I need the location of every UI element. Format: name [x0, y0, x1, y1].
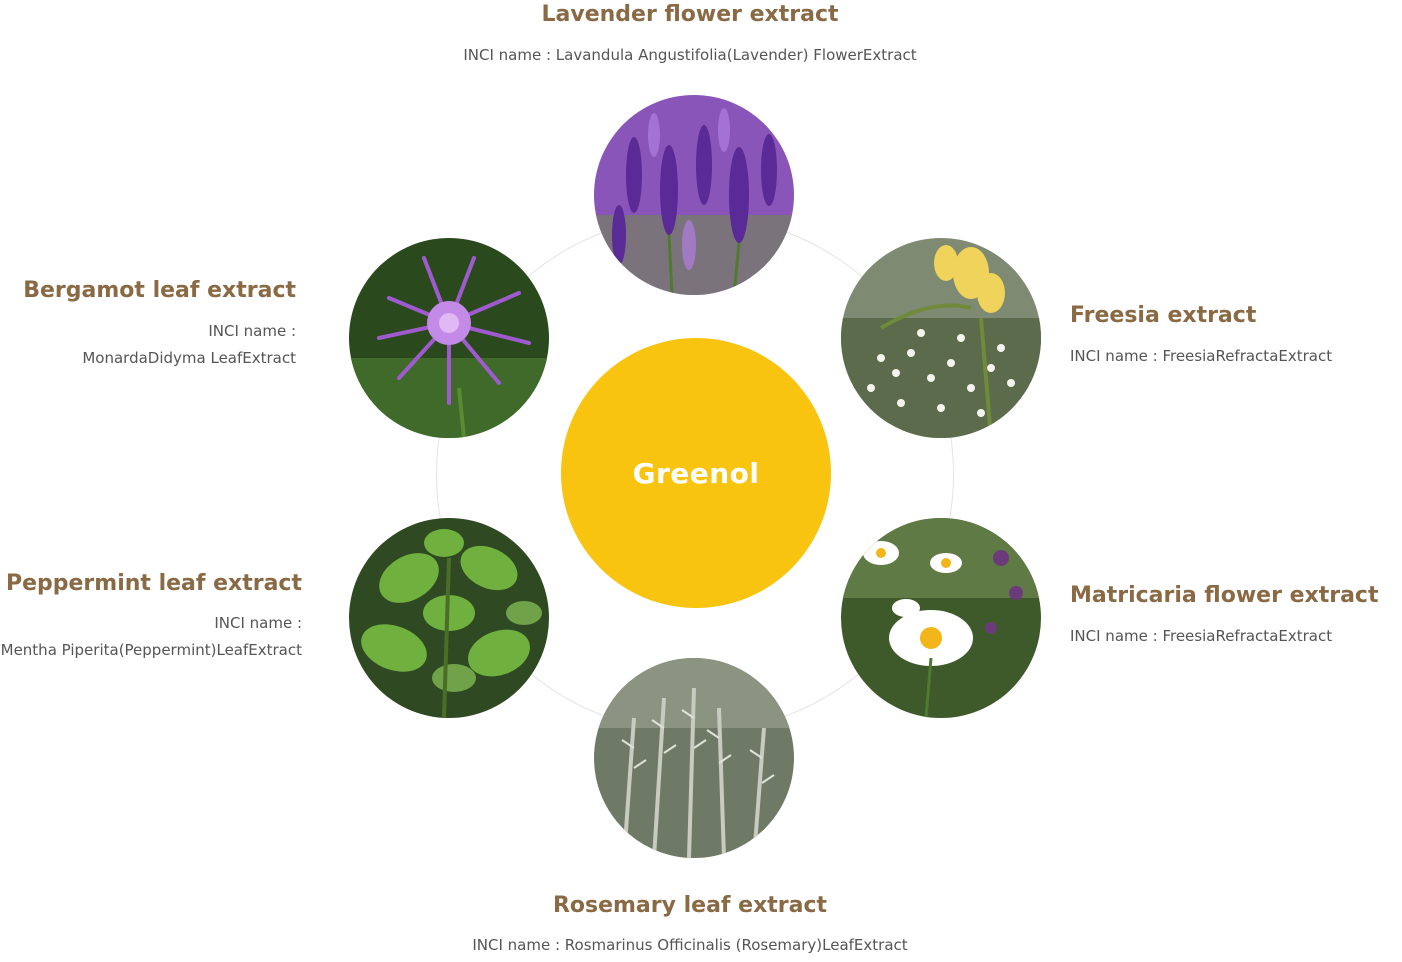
peppermint-inci-label: INCI name :: [214, 614, 302, 632]
lavender-inci: INCI name : Lavandula Angustifolia(Laven…: [463, 46, 917, 64]
center-label: Greenol: [632, 456, 760, 490]
matricaria-inci: INCI name : FreesiaRefractaExtract: [1070, 627, 1333, 645]
bergamot-title: Bergamot leaf extract: [23, 278, 296, 303]
center-circle: Greenol: [561, 338, 831, 608]
freesia-inci: INCI name : FreesiaRefractaExtract: [1070, 347, 1333, 365]
bergamot-inci-label: INCI name :: [208, 322, 296, 340]
matricaria-photo: [841, 518, 1041, 718]
rosemary-inci: INCI name : Rosmarinus Officinalis (Rose…: [472, 936, 908, 954]
peppermint-title: Peppermint leaf extract: [5, 571, 302, 596]
freesia-photo: [841, 238, 1041, 438]
peppermint-inci-value: Mentha Piperita(Peppermint)LeafExtract: [0, 641, 302, 659]
peppermint-photo: [349, 518, 549, 718]
bergamot-photo: [349, 238, 549, 438]
rosemary-title: Rosemary leaf extract: [552, 893, 828, 918]
freesia-title: Freesia extract: [1070, 303, 1257, 328]
matricaria-title: Matricaria flower extract: [1070, 583, 1379, 608]
rosemary-photo: [594, 658, 794, 858]
bergamot-inci-value: MonardaDidyma LeafExtract: [82, 349, 296, 367]
lavender-title: Lavender flower extract: [541, 2, 839, 27]
lavender-photo: [594, 95, 794, 295]
